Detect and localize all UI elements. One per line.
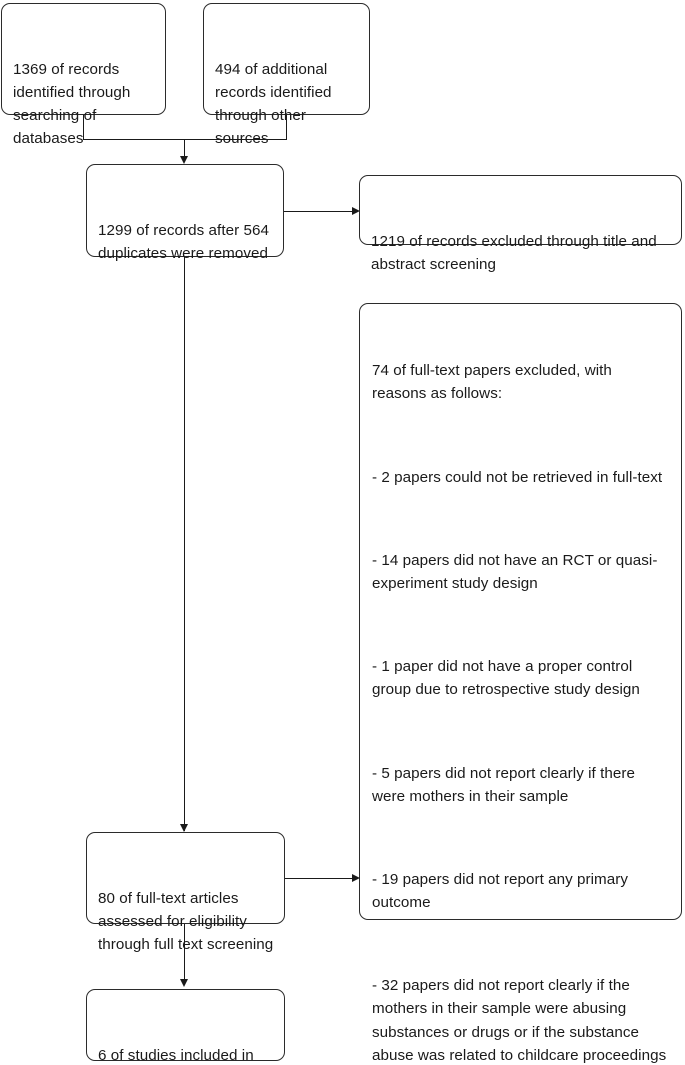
exclusion-reason-item: - 2 papers could not be retrieved in ful… <box>372 468 663 486</box>
node-records-after-duplicates: 1299 of records after 564 duplicates wer… <box>86 164 284 262</box>
studies-included-text: 6 of studies included in final synthesis <box>98 1047 254 1065</box>
records-databases-text: 1369 of records identified through searc… <box>13 61 135 148</box>
node-studies-included: 6 of studies included in final synthesis <box>86 989 285 1064</box>
records-after-duplicates-text: 1299 of records after 564 duplicates wer… <box>98 222 274 263</box>
fulltext-excluded-heading: 74 of full-text papers excluded, with re… <box>372 362 617 403</box>
exclusion-reason-item: - 5 papers did not report clearly if the… <box>372 764 640 805</box>
connector-duplicates-to-fulltext-assessed <box>184 257 185 831</box>
records-excluded-text: 1219 of records excluded through title a… <box>371 233 662 274</box>
fulltext-assessed-text: 80 of full-text articles assessed for el… <box>98 890 274 954</box>
arrowhead-into-studies-included <box>180 979 188 987</box>
connector-merge-horizontal <box>83 139 287 140</box>
arrowhead-into-fulltext-excluded <box>352 874 360 882</box>
exclusion-reason-item: - 32 papers did not report clearly if th… <box>372 977 667 1064</box>
exclusion-reason-item: - 19 papers did not report any primary o… <box>372 870 633 912</box>
connector-databases-down <box>83 115 84 140</box>
connector-merge-down <box>184 139 185 160</box>
exclusion-reason-item: - 14 papers did not have an RCT or quasi… <box>372 551 658 592</box>
exclusion-reason-item: - 1 paper did not have a proper control … <box>372 658 640 699</box>
arrowhead-into-fulltext-assessed <box>180 824 188 832</box>
records-other-sources-text: 494 of additional records identified thr… <box>215 61 336 148</box>
arrowhead-into-records-excluded <box>352 207 360 215</box>
node-records-identified-other-sources: 494 of additional records identified thr… <box>203 3 370 147</box>
connector-assessed-to-excluded-reasons <box>285 878 354 879</box>
connector-other-sources-down <box>286 115 287 140</box>
node-records-identified-databases: 1369 of records identified through searc… <box>1 3 166 147</box>
connector-assessed-to-included <box>184 924 185 985</box>
arrowhead-into-records-after-duplicates <box>180 156 188 164</box>
node-fulltext-excluded-reasons: 74 of full-text papers excluded, with re… <box>359 303 682 1064</box>
node-records-excluded-screening: 1219 of records excluded through title a… <box>359 175 682 273</box>
node-fulltext-articles-assessed: 80 of full-text articles assessed for el… <box>86 832 285 953</box>
connector-duplicates-to-excluded <box>284 211 354 212</box>
